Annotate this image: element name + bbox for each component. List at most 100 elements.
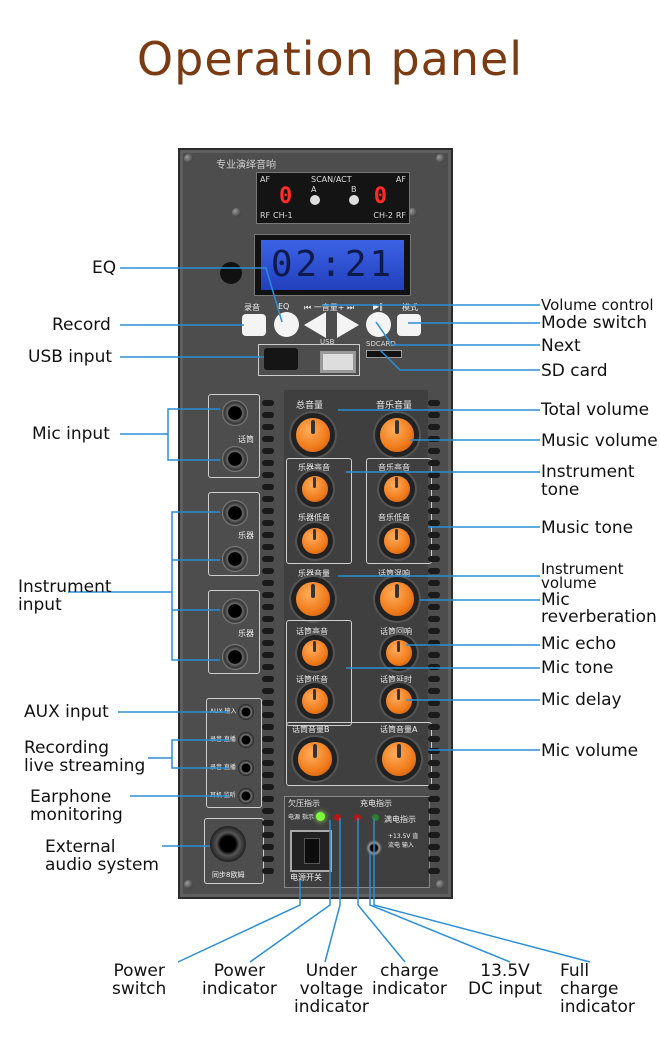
- music-bass-knob[interactable]: [384, 528, 410, 554]
- instrument-jack-3[interactable]: [222, 598, 248, 624]
- vent-slot: [262, 436, 274, 442]
- volume-up-button[interactable]: [337, 312, 359, 338]
- mic-delay-knob[interactable]: [386, 688, 412, 714]
- screw: [436, 154, 445, 163]
- vent-slot: [428, 484, 440, 490]
- instrument-volume-knob[interactable]: [296, 582, 330, 616]
- scan-button-b[interactable]: [349, 195, 359, 205]
- sd-line: [379, 349, 540, 371]
- mic-bracket: [167, 408, 220, 461]
- aux-box: [206, 698, 262, 808]
- aux-jack[interactable]: [238, 704, 254, 720]
- rf-left-label: RF: [260, 211, 271, 220]
- mic-volume-a-knob[interactable]: [382, 742, 416, 776]
- label-mic-volume: Mic volume: [541, 741, 639, 761]
- vent-slot: [428, 580, 440, 586]
- vent-slot: [428, 808, 440, 814]
- vent-slot: [262, 628, 274, 634]
- vent-slot: [262, 412, 274, 418]
- vent-slot: [428, 472, 440, 478]
- total-volume-knob[interactable]: [296, 418, 330, 452]
- mic-jack-a[interactable]: [222, 400, 248, 426]
- sdcard-label: SDCARD: [366, 340, 396, 348]
- vent-slot: [262, 688, 274, 694]
- mic-jack-b[interactable]: [222, 446, 248, 472]
- power-switch-line: [177, 880, 301, 963]
- vent-slot: [428, 532, 440, 538]
- speakon-connector[interactable]: [210, 826, 246, 862]
- mic-echo-knob[interactable]: [386, 640, 412, 666]
- rf-right-label: RF: [395, 211, 406, 220]
- inst-bass-tag: 乐器低音: [298, 513, 330, 522]
- vent-slot: [428, 568, 440, 574]
- usb-port[interactable]: [320, 351, 356, 373]
- eq-button[interactable]: [274, 312, 299, 337]
- label-mic-input: Mic input: [32, 424, 110, 444]
- mode-button[interactable]: [397, 314, 421, 336]
- instrument-jack-1[interactable]: [222, 500, 248, 526]
- inst-treble-tag: 乐器高音: [298, 463, 330, 472]
- label-music-tone: Music tone: [541, 518, 634, 538]
- vent-slot: [262, 700, 274, 706]
- vent-slot: [262, 724, 274, 730]
- music-bass-tag: 音乐低音: [378, 513, 410, 522]
- volume-down-button[interactable]: [304, 312, 326, 338]
- instrument-treble-knob[interactable]: [302, 476, 328, 502]
- screw: [408, 208, 417, 217]
- label-power-indicator: Power indicator: [202, 961, 277, 999]
- instrument-bass-knob[interactable]: [302, 528, 328, 554]
- vent-slot: [428, 796, 440, 802]
- mic-bass-tag: 话筒低音: [296, 675, 328, 684]
- vent-slot: [262, 592, 274, 598]
- full-charge-line: [373, 818, 591, 963]
- vent-slot: [428, 736, 440, 742]
- label-sd-card: SD card: [541, 361, 608, 381]
- recording-bracket: [171, 739, 230, 769]
- vent-slot: [262, 712, 274, 718]
- vent-slot: [428, 688, 440, 694]
- mic-echo-tag: 话筒回响: [380, 627, 412, 636]
- vent-slot: [428, 832, 440, 838]
- power-ind-tag: 电源 指示: [288, 814, 314, 821]
- vent-slot: [428, 652, 440, 658]
- vent-slot: [428, 400, 440, 406]
- mic-volume-b-knob[interactable]: [298, 742, 332, 776]
- label-mic-tone: Mic tone: [541, 658, 614, 678]
- mic-treble-knob[interactable]: [302, 640, 328, 666]
- instrument-jack-4[interactable]: [222, 644, 248, 670]
- total-volume-tag: 总音量: [296, 401, 324, 411]
- label-eq: EQ: [92, 258, 117, 278]
- recording-jack-2[interactable]: [238, 760, 254, 776]
- music-volume-knob[interactable]: [380, 418, 414, 452]
- mic-tag: 话筒: [238, 435, 254, 444]
- instrument-jack-2[interactable]: [222, 546, 248, 572]
- recording-jack-1[interactable]: [238, 732, 254, 748]
- vent-slot: [428, 760, 440, 766]
- label-usb-input: USB input: [28, 347, 113, 367]
- vent-slot: [428, 436, 440, 442]
- page-title: Operation panel: [136, 32, 524, 86]
- vent-slot: [262, 616, 274, 622]
- mic-treble-tag: 话筒高音: [296, 627, 328, 636]
- operation-panel: 专业演绎音响 SCAN/ACT AF AF RF RF CH-1 CH-2 A …: [178, 148, 453, 899]
- charge-title: 充电指示: [360, 799, 392, 808]
- vent-slot: [262, 748, 274, 754]
- mic-reverb-knob[interactable]: [380, 582, 414, 616]
- mic-bass-knob[interactable]: [302, 688, 328, 714]
- label-full-charge: Full charge indicator: [560, 961, 635, 1017]
- power-switch[interactable]: [290, 830, 332, 872]
- vent-slot: [428, 616, 440, 622]
- vent-slot: [262, 448, 274, 454]
- channel2-digit: 0: [373, 184, 387, 209]
- scan-button-a[interactable]: [310, 195, 320, 205]
- record-button[interactable]: [242, 314, 266, 336]
- label-earphone: Earphone monitoring: [30, 787, 123, 825]
- label-aux-input: AUX input: [24, 702, 109, 722]
- vent-slot: [262, 796, 274, 802]
- ch2-label: CH-2: [373, 211, 393, 220]
- earphone-jack[interactable]: [238, 788, 254, 804]
- vent-slot: [428, 772, 440, 778]
- label-mic-reverb: Mic reverberation: [541, 590, 657, 627]
- music-treble-knob[interactable]: [384, 476, 410, 502]
- mic-b-tag: 话筒音量B: [292, 725, 330, 734]
